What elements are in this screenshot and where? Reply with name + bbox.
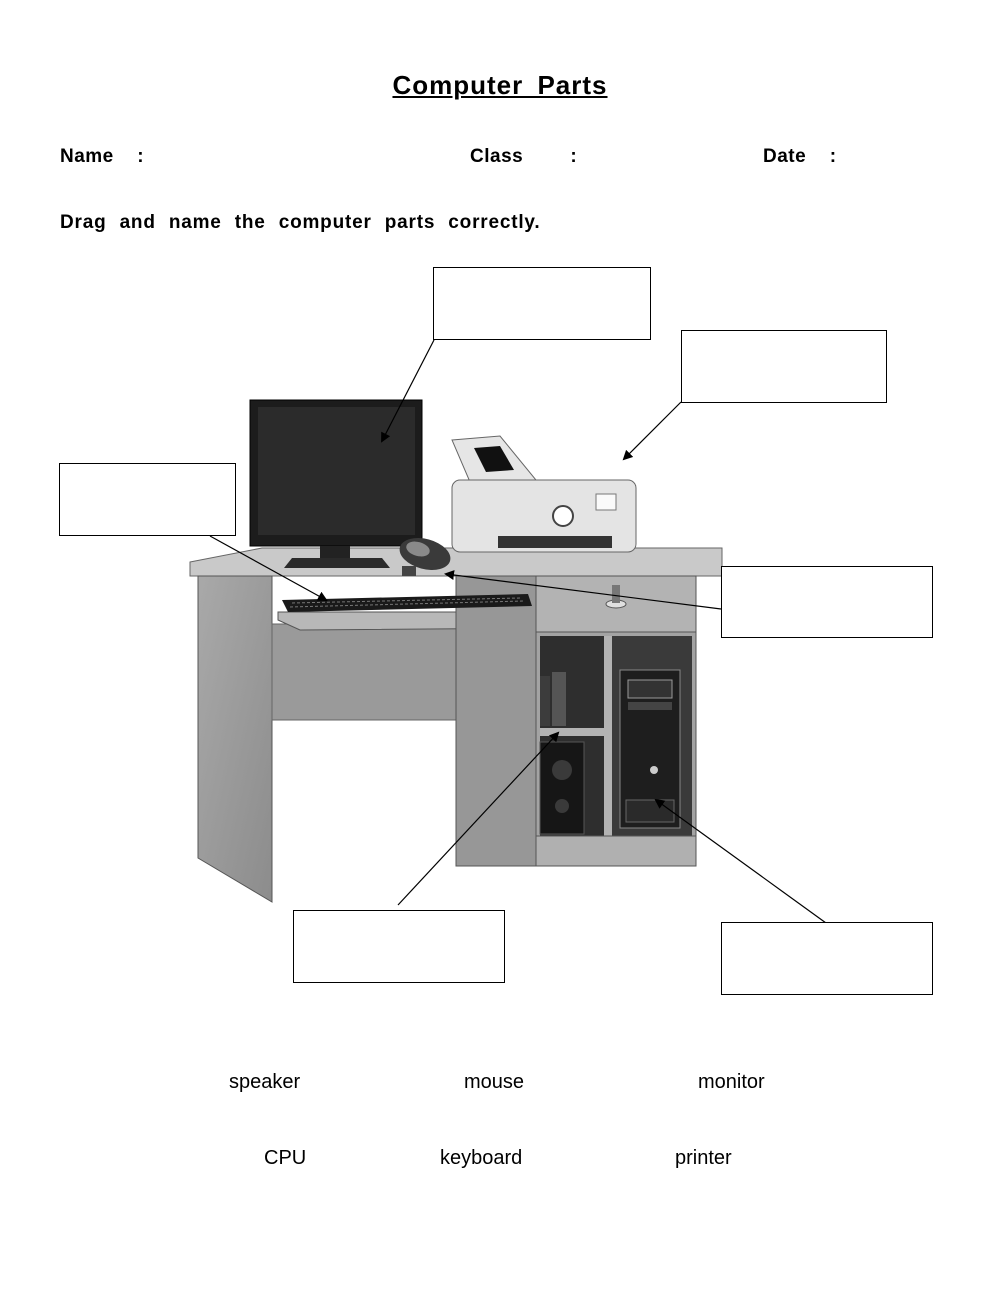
speaker-drawing [539, 672, 585, 835]
class-label: Class : [470, 146, 578, 167]
answer-box-monitor[interactable] [433, 267, 651, 340]
word-keyboard[interactable]: keyboard [440, 1147, 523, 1169]
printer-drawing [451, 435, 637, 553]
mouse-drawing [399, 538, 451, 576]
answer-box-cpu[interactable] [721, 922, 933, 995]
keyboard-drawing [282, 594, 532, 612]
answer-box-mouse[interactable] [721, 566, 933, 638]
word-monitor[interactable]: monitor [698, 1071, 765, 1093]
word-speaker[interactable]: speaker [229, 1071, 301, 1093]
word-mouse[interactable]: mouse [464, 1071, 525, 1093]
answer-box-keyboard[interactable] [59, 463, 236, 536]
word-cpu[interactable]: CPU [264, 1147, 307, 1169]
pointer-lines [209, 339, 827, 924]
cpu-tower-drawing [619, 669, 681, 829]
word-printer[interactable]: printer [675, 1147, 732, 1169]
answer-box-speaker[interactable] [293, 910, 505, 983]
answer-box-printer[interactable] [681, 330, 887, 403]
worksheet-title: Computer Parts [392, 70, 608, 100]
monitor-drawing [249, 399, 423, 568]
date-label: Date : [763, 146, 837, 167]
name-label: Name : [60, 146, 145, 167]
instruction-text: Drag and name the computer parts correct… [60, 212, 541, 233]
